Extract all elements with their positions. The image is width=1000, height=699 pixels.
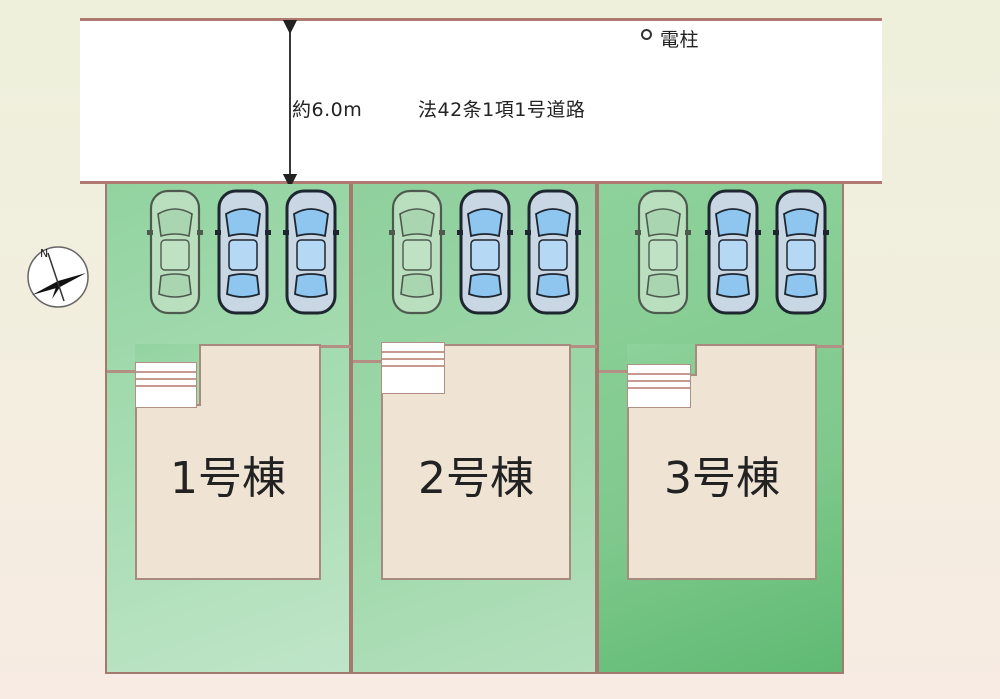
road: 約6.0m 法42条1項1号道路 電柱: [80, 18, 882, 189]
house-1-label: 1号棟: [170, 453, 286, 504]
lot-boundary-line: [815, 345, 844, 348]
north-compass-icon: N: [27, 246, 89, 308]
house-3-label: 3号棟: [664, 453, 780, 504]
road-width-dimension-arrow: [282, 19, 298, 189]
parked-car-icon: [525, 189, 581, 315]
parked-car-icon: [389, 189, 445, 315]
entrance-steps-2: [381, 342, 445, 394]
parked-car-icon: [635, 189, 691, 315]
entrance-steps-1: [135, 362, 197, 408]
utility-pole-icon: [641, 29, 652, 40]
lot-boundary-line: [569, 345, 599, 348]
house-2: 2号棟: [381, 344, 571, 580]
lot-boundary-line: [107, 370, 135, 373]
parked-car-icon: [705, 189, 761, 315]
lot-boundary-line: [319, 345, 351, 348]
road-classification-label: 法42条1項1号道路: [418, 99, 586, 121]
utility-pole-label: 電柱: [660, 29, 700, 51]
compass-north-label: N: [40, 247, 48, 260]
lot-boundary-line: [353, 360, 381, 363]
house-2-label: 2号棟: [418, 453, 534, 504]
parked-car-icon: [215, 189, 271, 315]
lot-boundary-line: [599, 370, 627, 373]
lot-3: 3号棟: [597, 184, 844, 674]
entrance-steps-3: [627, 364, 691, 408]
parked-car-icon: [457, 189, 513, 315]
parked-car-icon: [283, 189, 339, 315]
parked-car-icon: [147, 189, 203, 315]
road-width-label: 約6.0m: [292, 99, 363, 121]
parked-car-icon: [773, 189, 829, 315]
